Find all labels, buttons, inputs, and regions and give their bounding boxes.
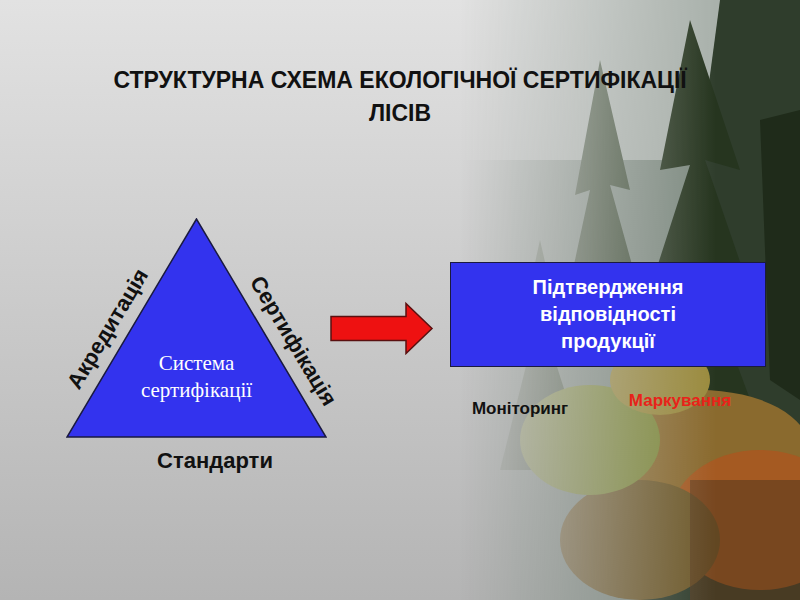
note-label: Моніторинг [472, 399, 568, 419]
node-text: Підтвердження відповідності продукції [493, 274, 723, 355]
diagram-title: СТРУКТУРНА СХЕМА ЕКОЛОГІЧНОЇ СЕРТИФІКАЦІ… [90, 64, 710, 131]
node-text: Система сертифікації [121, 350, 272, 405]
base-label: Стандарти [157, 448, 273, 474]
process-box: Підтвердження відповідності продукції [450, 262, 766, 367]
note-label: Маркування [629, 391, 731, 411]
block-arrow [331, 304, 432, 354]
